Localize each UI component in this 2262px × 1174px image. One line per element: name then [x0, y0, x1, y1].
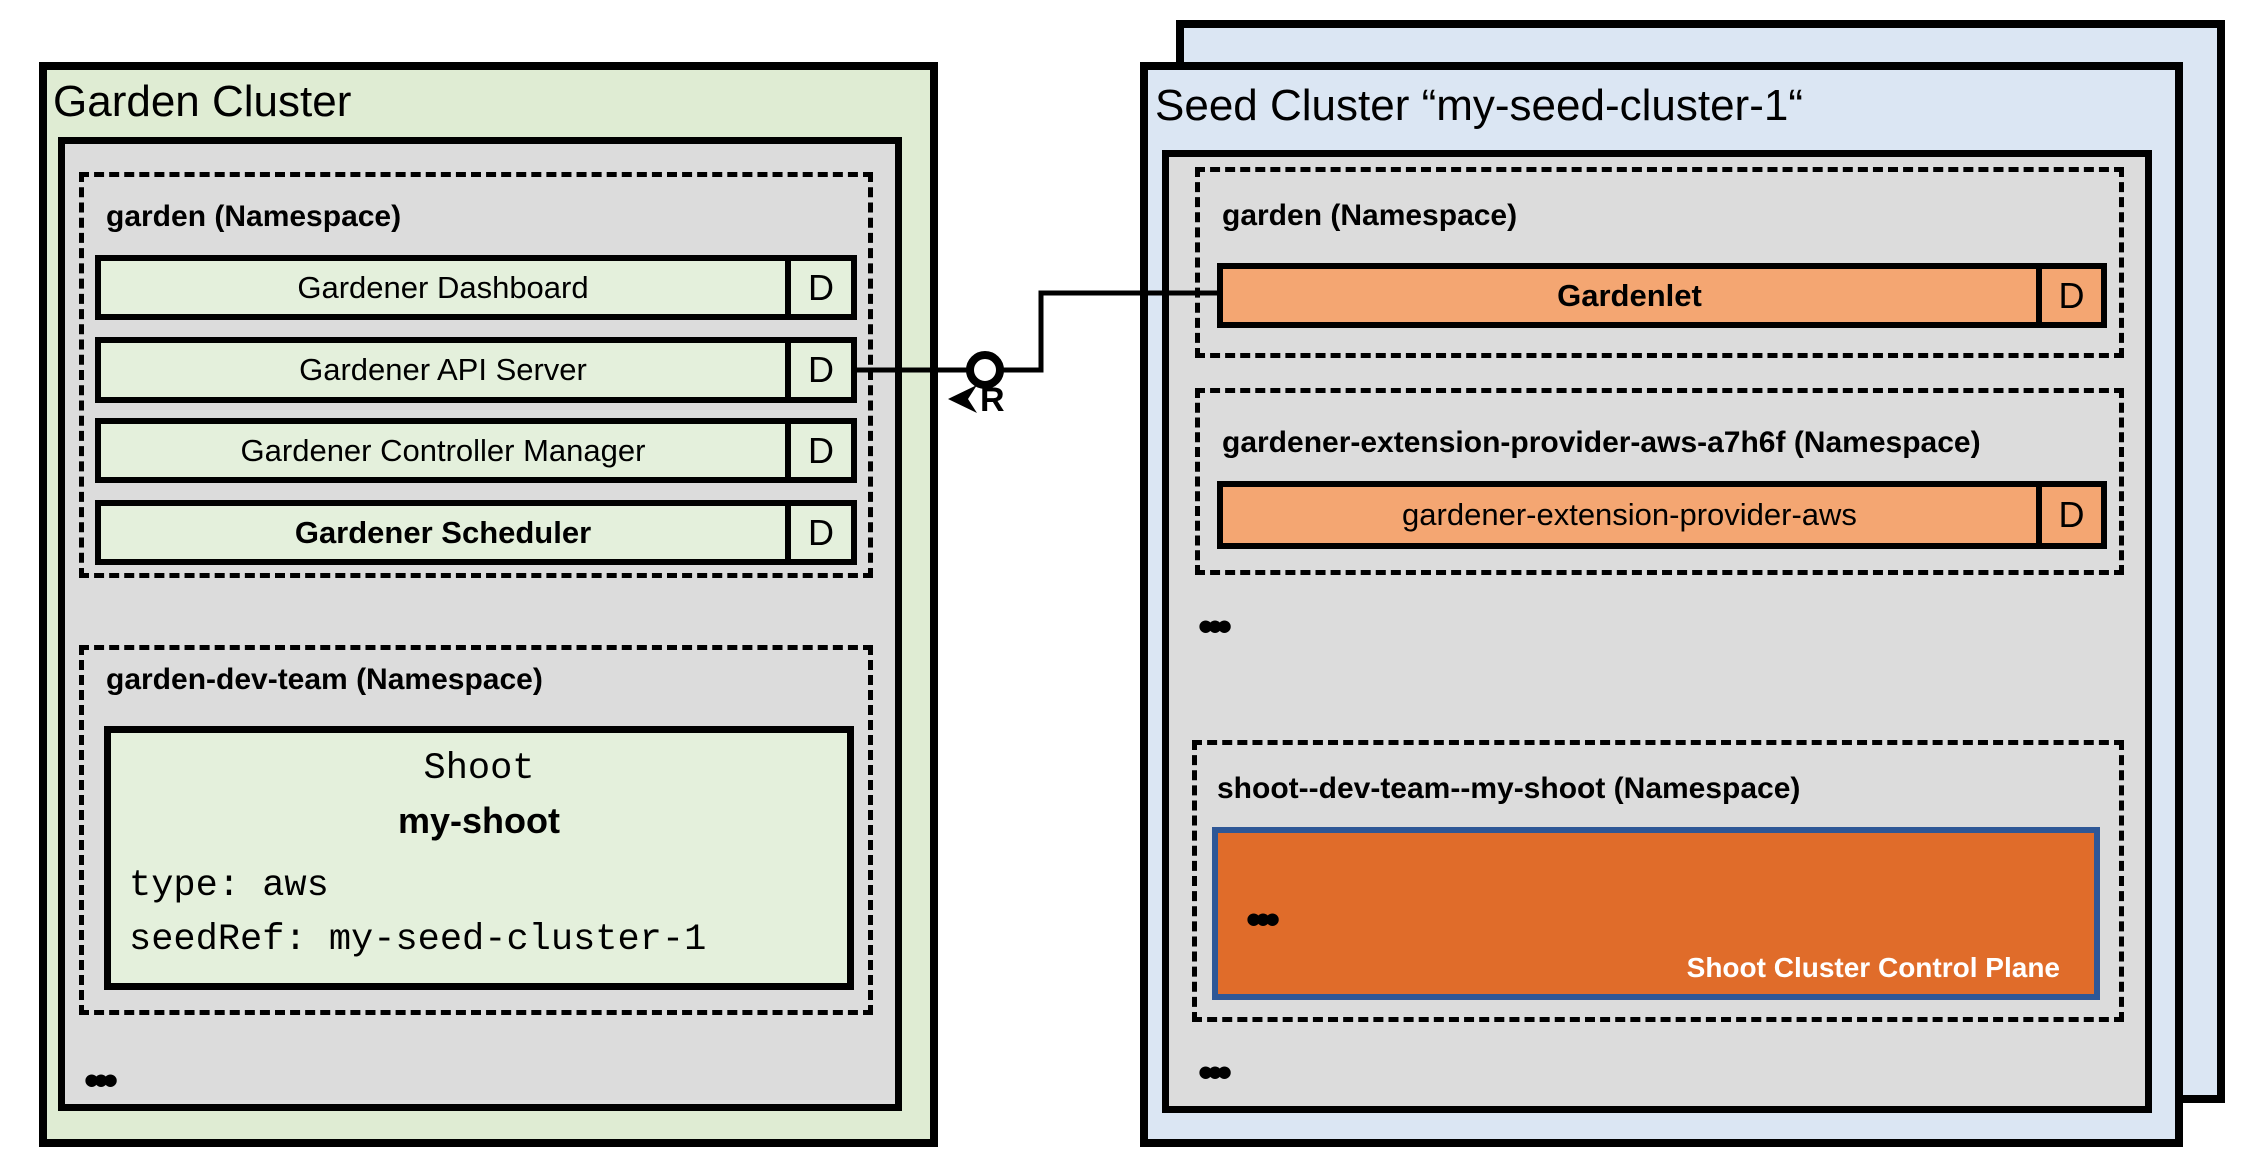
component-gardener-controller-manager-label: Gardener Controller Manager	[240, 432, 646, 468]
shoot-spec-type: type: aws	[129, 865, 329, 907]
component-gardener-extension-provider-aws: gardener-extension-provider-aws D	[1217, 481, 2107, 549]
request-label: R	[980, 381, 1005, 419]
component-gardener-api-server: Gardener API Server D	[95, 337, 857, 403]
deployment-badge: D	[785, 424, 851, 477]
shoot-spec: type: aws seedRef: my-seed-cluster-1	[121, 859, 837, 967]
deployment-badge: D	[785, 343, 851, 397]
component-gardenlet: Gardenlet D	[1217, 263, 2107, 328]
component-gardener-scheduler: Gardener Scheduler D	[95, 500, 857, 565]
shoot-name: my-shoot	[398, 800, 560, 841]
component-gardener-controller-manager: Gardener Controller Manager D	[95, 418, 857, 483]
component-gardenlet-label: Gardenlet	[1557, 277, 1702, 313]
component-gardener-dashboard-label: Gardener Dashboard	[297, 269, 589, 305]
seed-namespace-garden-label: garden (Namespace)	[1222, 199, 1518, 232]
namespace-garden-dev-team-label: garden-dev-team (Namespace)	[106, 663, 543, 696]
seed-namespace-garden: garden (Namespace) Gardenlet D	[1195, 167, 2124, 358]
seed-namespace-extension-label: gardener-extension-provider-aws-a7h6f (N…	[1222, 426, 1981, 459]
component-gardener-api-server-label: Gardener API Server	[299, 352, 587, 387]
shoot-control-plane-box: ••• Shoot Cluster Control Plane	[1212, 827, 2100, 1000]
seed-cluster-ellipsis-bottom: •••	[1198, 1048, 1232, 1097]
control-plane-ellipsis: •••	[1246, 895, 1280, 944]
shoot-resource-box: Shoot my-shoot type: aws seedRef: my-seed…	[104, 726, 854, 990]
shoot-spec-seedref: seedRef: my-seed-cluster-1	[129, 919, 707, 961]
request-direction-arrow-icon	[948, 385, 977, 413]
seed-namespace-shoot: shoot--dev-team--my-shoot (Namespace) ••…	[1192, 740, 2124, 1022]
deployment-badge: D	[2036, 487, 2101, 543]
deployment-badge: D	[785, 261, 851, 314]
garden-cluster-title: Garden Cluster	[53, 77, 352, 126]
control-plane-label: Shoot Cluster Control Plane	[1686, 952, 2060, 983]
component-gardener-scheduler-label: Gardener Scheduler	[294, 514, 592, 550]
seed-cluster-ellipsis-mid: •••	[1198, 602, 1232, 651]
seed-namespace-extension: gardener-extension-provider-aws-a7h6f (N…	[1195, 388, 2124, 575]
namespace-garden: garden (Namespace) Gardener Dashboard D …	[79, 172, 873, 578]
deployment-badge: D	[785, 506, 851, 559]
seed-namespace-shoot-label: shoot--dev-team--my-shoot (Namespace)	[1217, 772, 1801, 805]
component-gardener-extension-provider-aws-label: gardener-extension-provider-aws	[1402, 497, 1857, 532]
namespace-garden-dev-team: garden-dev-team (Namespace) Shoot my-sho…	[79, 645, 873, 1015]
deployment-badge: D	[2036, 269, 2101, 322]
shoot-kind: Shoot	[423, 748, 535, 790]
garden-cluster-ellipsis: •••	[84, 1056, 118, 1105]
seed-cluster-title: Seed Cluster “my-seed-cluster-1“	[1155, 81, 1803, 130]
component-gardener-dashboard: Gardener Dashboard D	[95, 255, 857, 320]
namespace-garden-label: garden (Namespace)	[106, 200, 402, 233]
